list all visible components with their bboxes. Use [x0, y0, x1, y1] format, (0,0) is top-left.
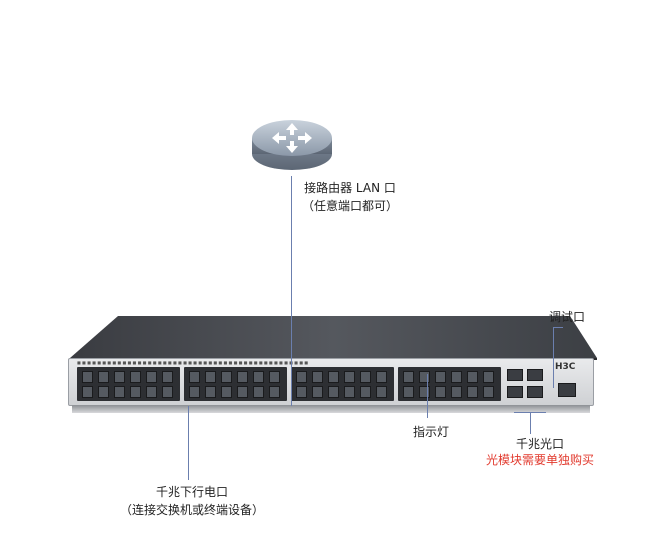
rj45-port[interactable] [114, 371, 125, 383]
router-leader-line [291, 176, 292, 406]
rj45-port[interactable] [146, 371, 157, 383]
rj45-port[interactable] [269, 386, 280, 398]
rj45-port[interactable] [98, 371, 109, 383]
rj45-port[interactable] [451, 386, 462, 398]
rj45-port[interactable] [114, 386, 125, 398]
rj45-port[interactable] [237, 371, 248, 383]
brand-logo: H3C [555, 362, 576, 372]
rj45-port[interactable] [296, 386, 307, 398]
fiber-label: 千兆光口 光模块需要单独购买 [470, 436, 610, 468]
rj45-port[interactable] [162, 371, 173, 383]
rj45-port[interactable] [253, 371, 264, 383]
rj45-port[interactable] [82, 371, 93, 383]
rj45-port[interactable] [328, 371, 339, 383]
router-label-line2: （任意端口都可） [301, 199, 398, 213]
switch-top-panel [70, 316, 597, 360]
downlink-title: 千兆下行电口 [155, 485, 228, 499]
fiber-leader-line [530, 412, 531, 434]
port-group-3 [291, 367, 394, 401]
rj45-port[interactable] [253, 386, 264, 398]
rj45-port[interactable] [130, 386, 141, 398]
router-icon [252, 120, 332, 170]
rj45-port[interactable] [130, 371, 141, 383]
rj45-port[interactable] [435, 386, 446, 398]
rj45-port[interactable] [328, 386, 339, 398]
router-label: 接路由器 LAN 口 （任意端口都可） [288, 180, 412, 214]
port-group-4 [398, 367, 501, 401]
downlink-leader-line [188, 406, 189, 480]
rj45-port[interactable] [82, 386, 93, 398]
rj45-port[interactable] [237, 386, 248, 398]
switch-base [72, 405, 590, 413]
fiber-note: 光模块需要单独购买 [485, 453, 594, 467]
rj45-port[interactable] [296, 371, 307, 383]
rj45-port[interactable] [344, 371, 355, 383]
port-group-1 [77, 367, 180, 401]
rj45-port[interactable] [360, 386, 371, 398]
router-label-line1: 接路由器 LAN 口 [304, 181, 396, 195]
rj45-port[interactable] [312, 386, 323, 398]
rj45-port[interactable] [98, 386, 109, 398]
rj45-port[interactable] [376, 386, 387, 398]
rj45-port[interactable] [403, 386, 414, 398]
rj45-port[interactable] [483, 386, 494, 398]
sfp-port-4[interactable] [527, 386, 543, 398]
indicator-label: 指示灯 [413, 425, 450, 439]
rj45-port[interactable] [269, 371, 280, 383]
rj45-port[interactable] [419, 386, 430, 398]
rj45-port[interactable] [189, 371, 200, 383]
rj45-port[interactable] [221, 371, 232, 383]
indicator-leader-line [427, 374, 428, 418]
downlink-note: （连接交换机或终端设备） [119, 503, 264, 517]
rj45-port[interactable] [360, 371, 371, 383]
rj45-port[interactable] [221, 386, 232, 398]
rj45-port[interactable] [189, 386, 200, 398]
rj45-port[interactable] [205, 386, 216, 398]
rj45-port[interactable] [344, 386, 355, 398]
console-port[interactable] [558, 383, 576, 397]
rj45-port[interactable] [205, 371, 216, 383]
switch-front-panel: ■ ■ ■ ■ ■ ■ ■ ■ ■ ■ ■ ■ ■ ■ ■ ■ ■ ■ ■ ■ … [68, 358, 594, 406]
port-group-2 [184, 367, 287, 401]
rj45-port[interactable] [467, 386, 478, 398]
sfp-port-2[interactable] [527, 369, 543, 381]
rj45-port[interactable] [162, 386, 173, 398]
rj45-port[interactable] [435, 371, 446, 383]
rj45-port[interactable] [451, 371, 462, 383]
console-leader-line [553, 327, 554, 388]
rj45-port[interactable] [146, 386, 157, 398]
sfp-port-3[interactable] [507, 386, 523, 398]
sfp-port-1[interactable] [507, 369, 523, 381]
downlink-label: 千兆下行电口 （连接交换机或终端设备） [118, 484, 266, 518]
rj45-port[interactable] [312, 371, 323, 383]
rj45-port[interactable] [483, 371, 494, 383]
model-text: ■ ■ ■ ■ ■ ■ ■ ■ ■ ■ ■ ■ ■ ■ ■ ■ ■ ■ ■ ■ … [77, 360, 309, 365]
rj45-port[interactable] [403, 371, 414, 383]
rj45-port[interactable] [419, 371, 430, 383]
rj45-port[interactable] [467, 371, 478, 383]
fiber-title: 千兆光口 [515, 437, 564, 451]
console-label: 调试口 [549, 310, 586, 324]
rj45-port[interactable] [376, 371, 387, 383]
console-leader-tick [553, 327, 563, 328]
